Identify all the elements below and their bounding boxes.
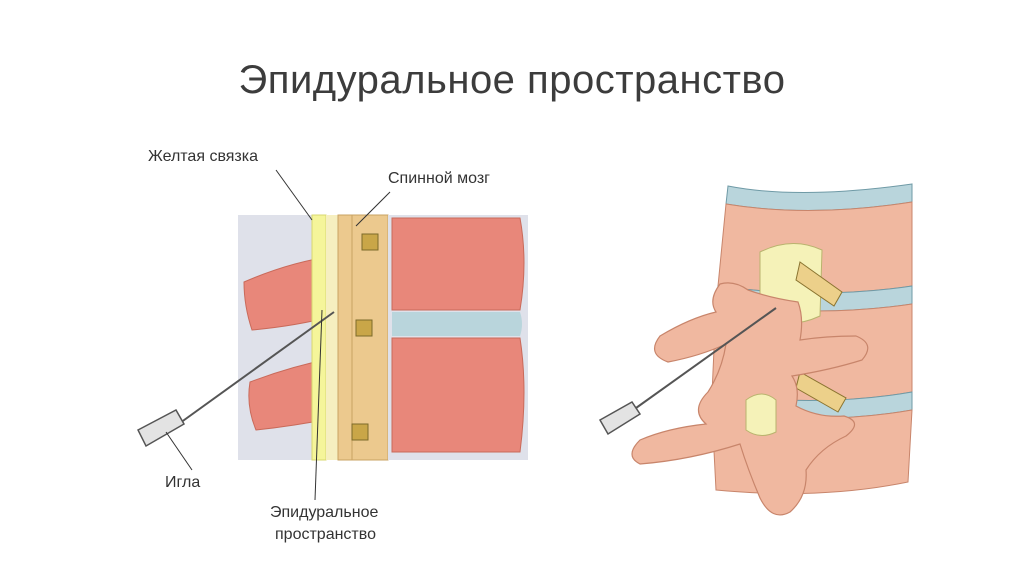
needle-hub xyxy=(137,408,186,448)
nerve-root-2 xyxy=(355,319,373,337)
nerve-root-3d-lower xyxy=(795,371,847,413)
vertebral-foramen xyxy=(745,393,777,436)
disc-1 xyxy=(392,312,522,336)
leader-ligament xyxy=(275,169,313,221)
yellow-ligament xyxy=(311,214,327,461)
nerve-root-1 xyxy=(361,233,379,251)
vertebral-body-upper xyxy=(391,217,525,311)
needle-shaft-3d xyxy=(635,307,777,409)
nerve-root-3d-upper xyxy=(795,261,843,307)
epidural-space xyxy=(326,215,338,460)
label-epidural-line1: Эпидуральное xyxy=(270,504,378,521)
leader-needle xyxy=(165,431,193,471)
sagittal-section xyxy=(137,214,528,461)
needle-hub-3d xyxy=(598,401,642,436)
label-epidural-line2: пространство xyxy=(275,526,376,543)
nerve-root-3 xyxy=(351,423,369,441)
label-spinal-cord: Спинной мозг xyxy=(388,170,490,187)
leader-epidural xyxy=(314,309,323,501)
slide-title: Эпидуральное пространство xyxy=(238,58,786,102)
needle-shaft xyxy=(179,311,335,424)
leader-cord xyxy=(355,191,391,227)
label-needle: Игла xyxy=(165,474,200,491)
vertebra-3d xyxy=(598,183,913,516)
label-yellow-ligament: Желтая связка xyxy=(148,148,258,165)
spinal-cord xyxy=(337,214,389,461)
vertebral-body-lower xyxy=(391,337,525,453)
